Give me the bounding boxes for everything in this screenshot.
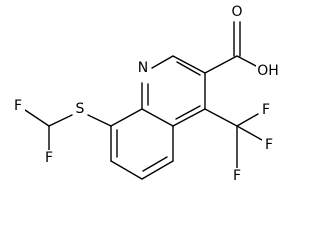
bond-c2-c3-double <box>176 61 201 76</box>
atom-fluorine-cf2h-bottom: F <box>42 150 56 166</box>
atom-label-f-top: F <box>14 98 22 114</box>
atom-label-n: N <box>138 60 148 76</box>
atom-carbonyl-oxygen: O <box>230 4 244 20</box>
bond-c4a-c8a <box>141 108 174 127</box>
bond-c8-c8a <box>110 108 143 127</box>
bond-ccf3-f-right2 <box>236 125 263 141</box>
bond-ccooh-oh <box>236 55 257 67</box>
bond-c6-c7 <box>110 160 143 180</box>
atom-label-o: O <box>231 4 242 20</box>
atom-label-oh: OH <box>257 63 279 79</box>
atom-label-f-bottom: F <box>45 150 53 166</box>
atom-labels: N O OH S F F F F <box>11 4 280 184</box>
atom-sulfur: S <box>73 101 87 117</box>
atom-fluorine-cf3-right2: F <box>262 137 276 153</box>
bond-c4-c4a <box>172 108 206 127</box>
bond-c2-n1 <box>151 55 174 69</box>
bond-c3-ccooh <box>204 55 238 74</box>
atom-label-f-cf3-right2: F <box>265 137 273 153</box>
bond-c2-c3 <box>172 55 206 74</box>
bond-c4-c4a-double <box>175 105 201 120</box>
atom-fluorine-cf3-right1: F <box>259 102 273 118</box>
bond-ccf3-f-right1 <box>236 113 259 127</box>
bonds <box>24 21 263 180</box>
quinoline-structure: N O OH S F F F F <box>11 4 280 184</box>
atom-fluorine-cf2h-top: F <box>11 98 25 114</box>
bond-cf2h-f-top <box>24 109 50 127</box>
bond-c5-c6-double <box>142 156 168 172</box>
bond-s-cf2h <box>48 114 73 127</box>
atom-hydroxyl: OH <box>256 63 280 79</box>
bond-c8-s <box>87 114 112 127</box>
atom-label-s: S <box>76 101 85 117</box>
bond-c4-ccf3 <box>204 108 238 127</box>
bond-c5-c6 <box>141 160 174 180</box>
atom-nitrogen: N <box>136 60 150 76</box>
atom-fluorine-cf3-bottom: F <box>230 168 244 184</box>
structure-canvas: N O OH S F F F F <box>11 4 280 184</box>
atom-label-f-cf3-bottom: F <box>233 168 241 184</box>
atom-label-f-cf3-right1: F <box>262 102 270 118</box>
